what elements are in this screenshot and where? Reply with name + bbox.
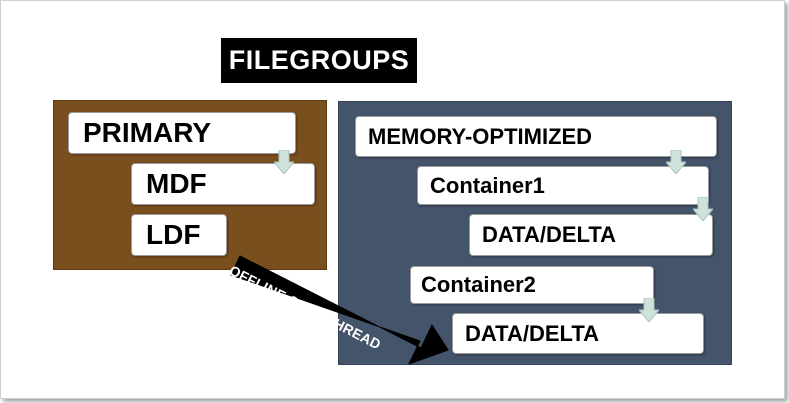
- mdf-file-label: MDF: [146, 168, 207, 199]
- primary-header-box: PRIMARY: [68, 112, 296, 154]
- container1-data-delta-box: DATA/DELTA: [469, 214, 713, 256]
- down-arrow-icon: [666, 150, 686, 174]
- container2-label: Container2: [421, 272, 536, 297]
- filegroups-title: FILEGROUPS: [221, 38, 417, 83]
- container2-data-delta-label: DATA/DELTA: [465, 321, 600, 346]
- container1-box: Container1: [417, 166, 709, 205]
- container2-data-delta-box: DATA/DELTA: [452, 313, 704, 354]
- memory-optimized-header-box: MEMORY-OPTIMIZED: [355, 116, 717, 157]
- ldf-file-label: LDF: [146, 219, 201, 250]
- container1-data-delta-label: DATA/DELTA: [482, 222, 617, 247]
- down-arrow-icon: [639, 298, 659, 322]
- down-arrow-icon: [693, 197, 713, 221]
- container2-box: Container2: [410, 266, 654, 304]
- ldf-file-box: LDF: [131, 214, 227, 256]
- container1-label: Container1: [430, 173, 545, 198]
- down-arrow-icon: [274, 150, 294, 174]
- memory-optimized-header-label: MEMORY-OPTIMIZED: [368, 124, 593, 149]
- primary-header-label: PRIMARY: [83, 117, 212, 148]
